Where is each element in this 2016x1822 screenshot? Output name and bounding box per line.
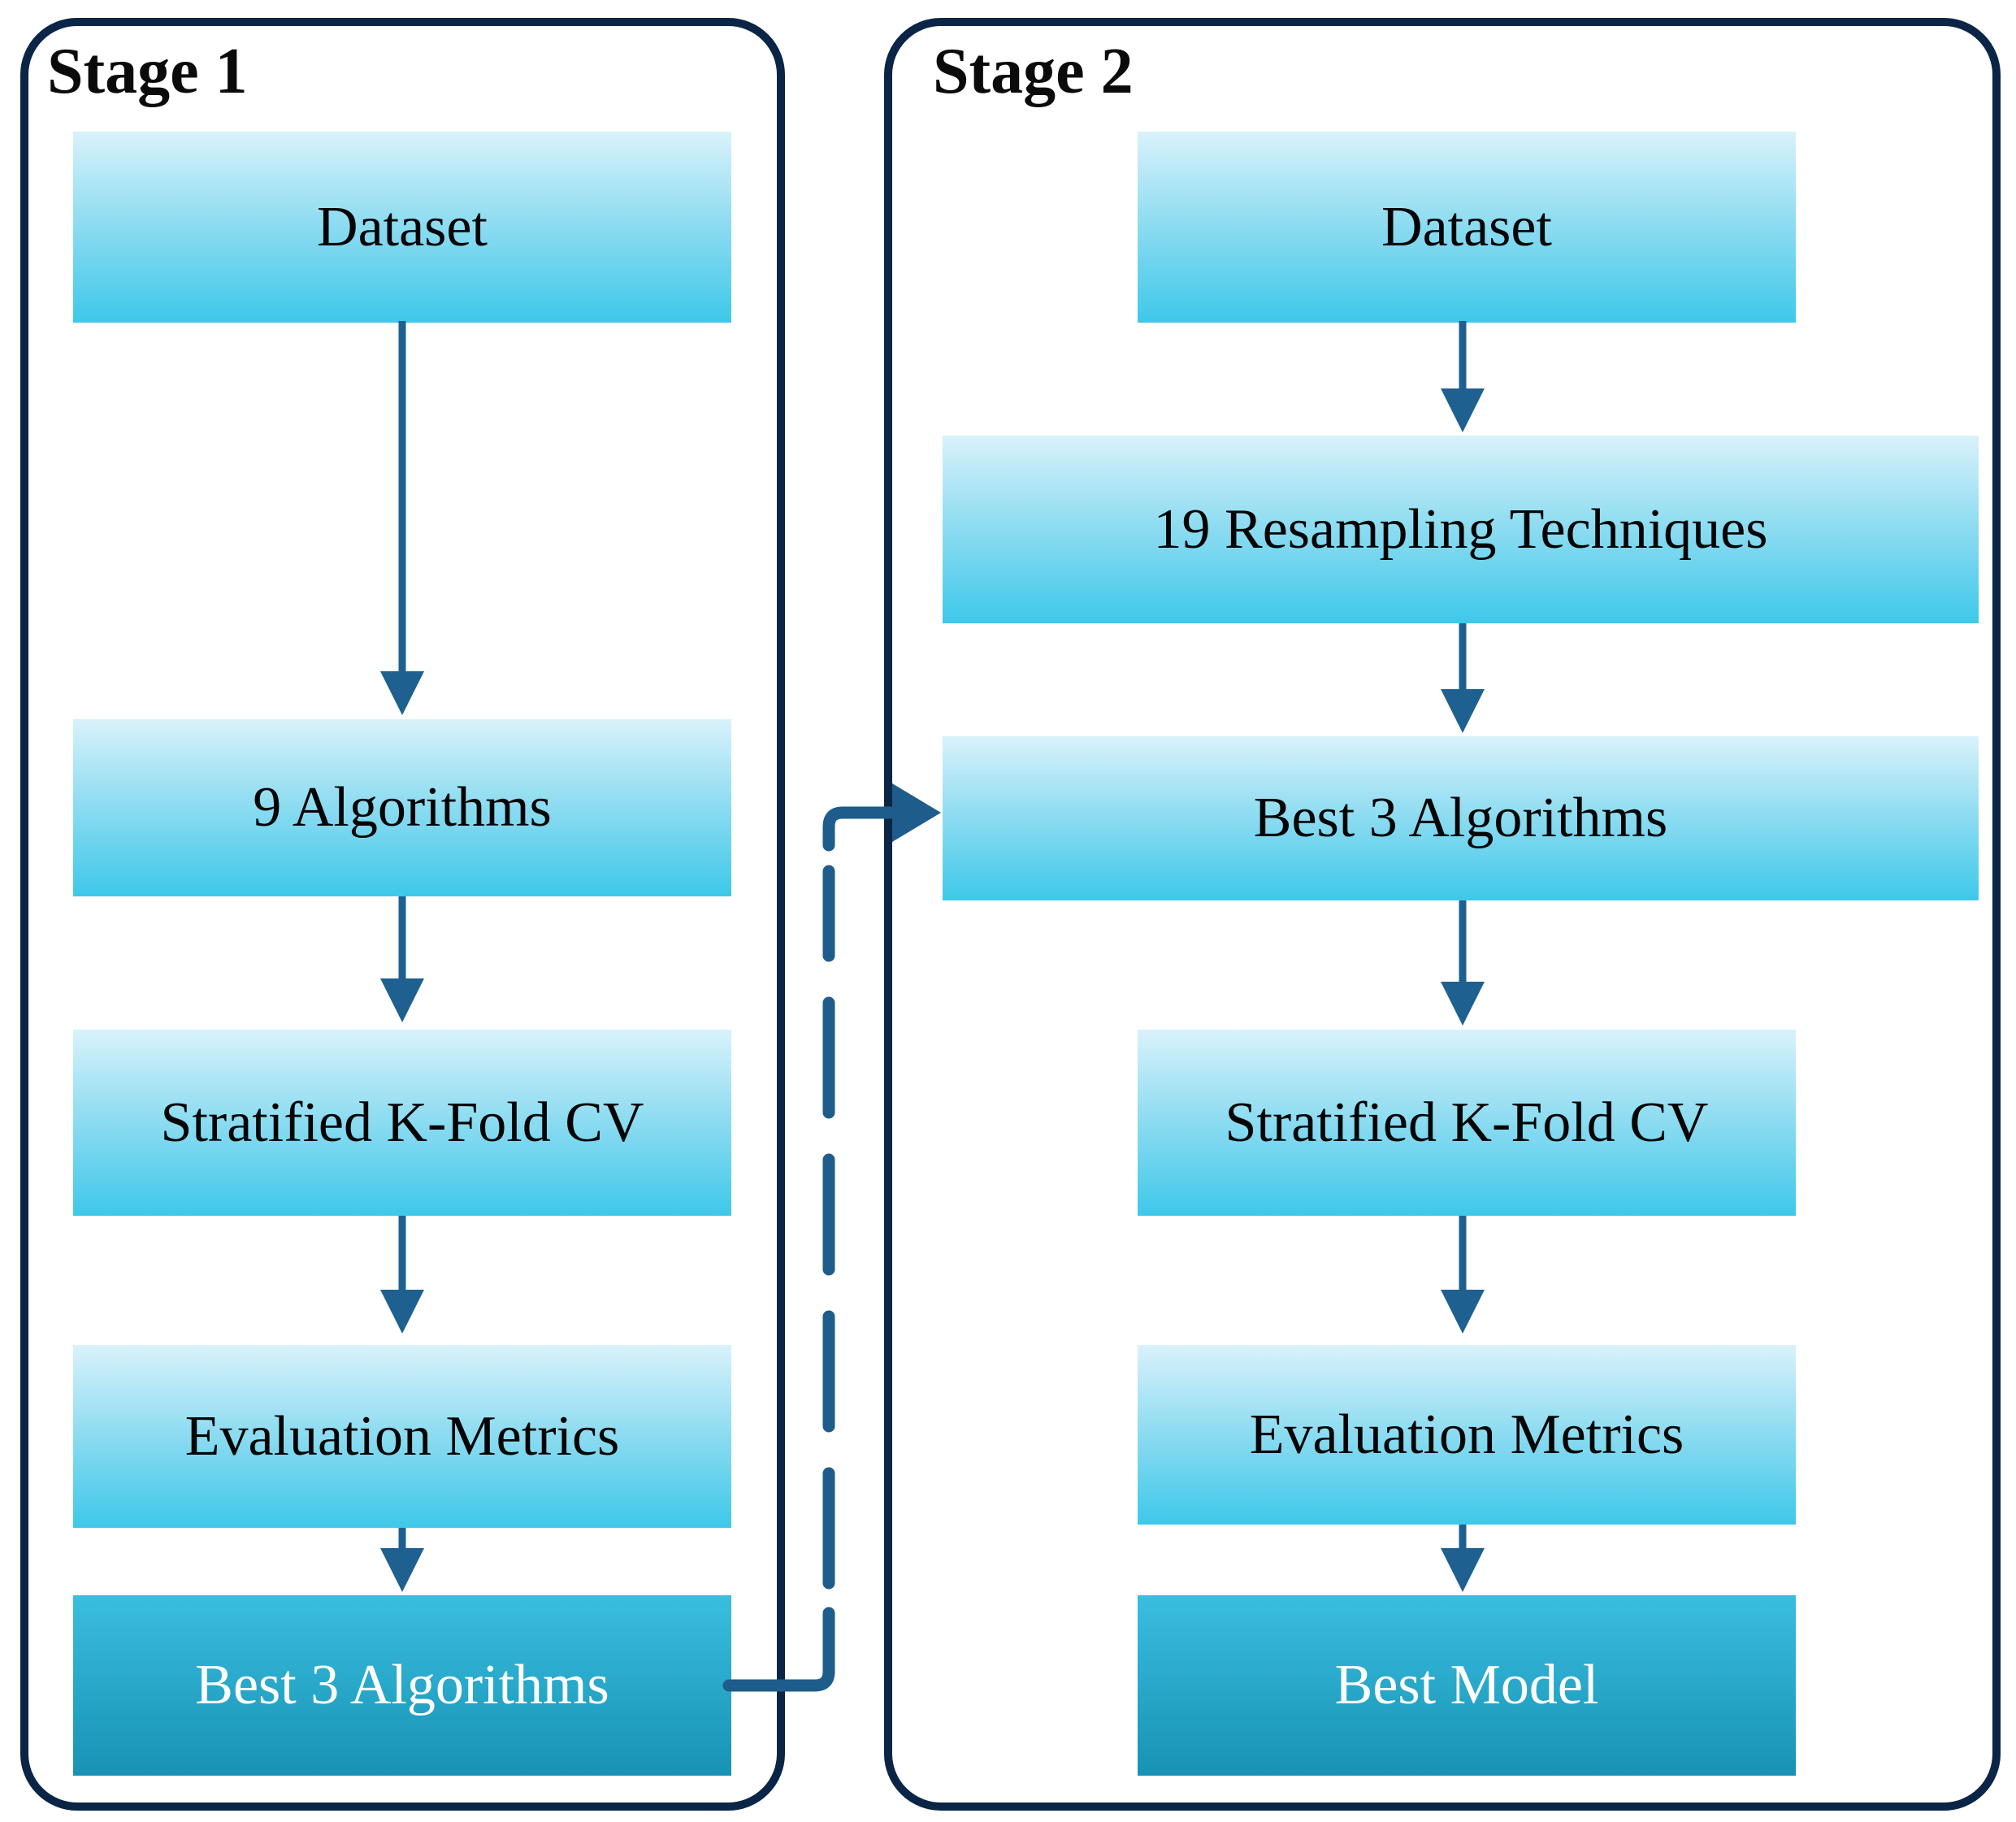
stage2-title: Stage 2: [933, 36, 1134, 107]
stage2-box-best-model: Best Model: [1138, 1595, 1796, 1776]
stage1-box-evaluation-metrics: Evaluation Metrics: [73, 1345, 731, 1528]
stage2-panel: [884, 18, 2001, 1811]
stage1-panel: [20, 18, 785, 1811]
stage2-box-best-3-algorithms: Best 3 Algorithms: [943, 736, 1979, 900]
stage2-box-evaluation-metrics: Evaluation Metrics: [1138, 1345, 1796, 1525]
stage2-box-dataset: Dataset: [1138, 132, 1796, 323]
stage1-box-9-algorithms: 9 Algorithms: [73, 719, 731, 896]
stage1-title: Stage 1: [47, 36, 248, 107]
stage2-box-19-resampling-techniques: 19 Resampling Techniques: [943, 436, 1979, 623]
stage2-box-stratified-kfold-cv: Stratified K-Fold CV: [1138, 1030, 1796, 1216]
stage1-box-dataset: Dataset: [73, 132, 731, 323]
stage1-box-stratified-kfold-cv: Stratified K-Fold CV: [73, 1030, 731, 1216]
stage1-box-best-3-algorithms: Best 3 Algorithms: [73, 1595, 731, 1776]
